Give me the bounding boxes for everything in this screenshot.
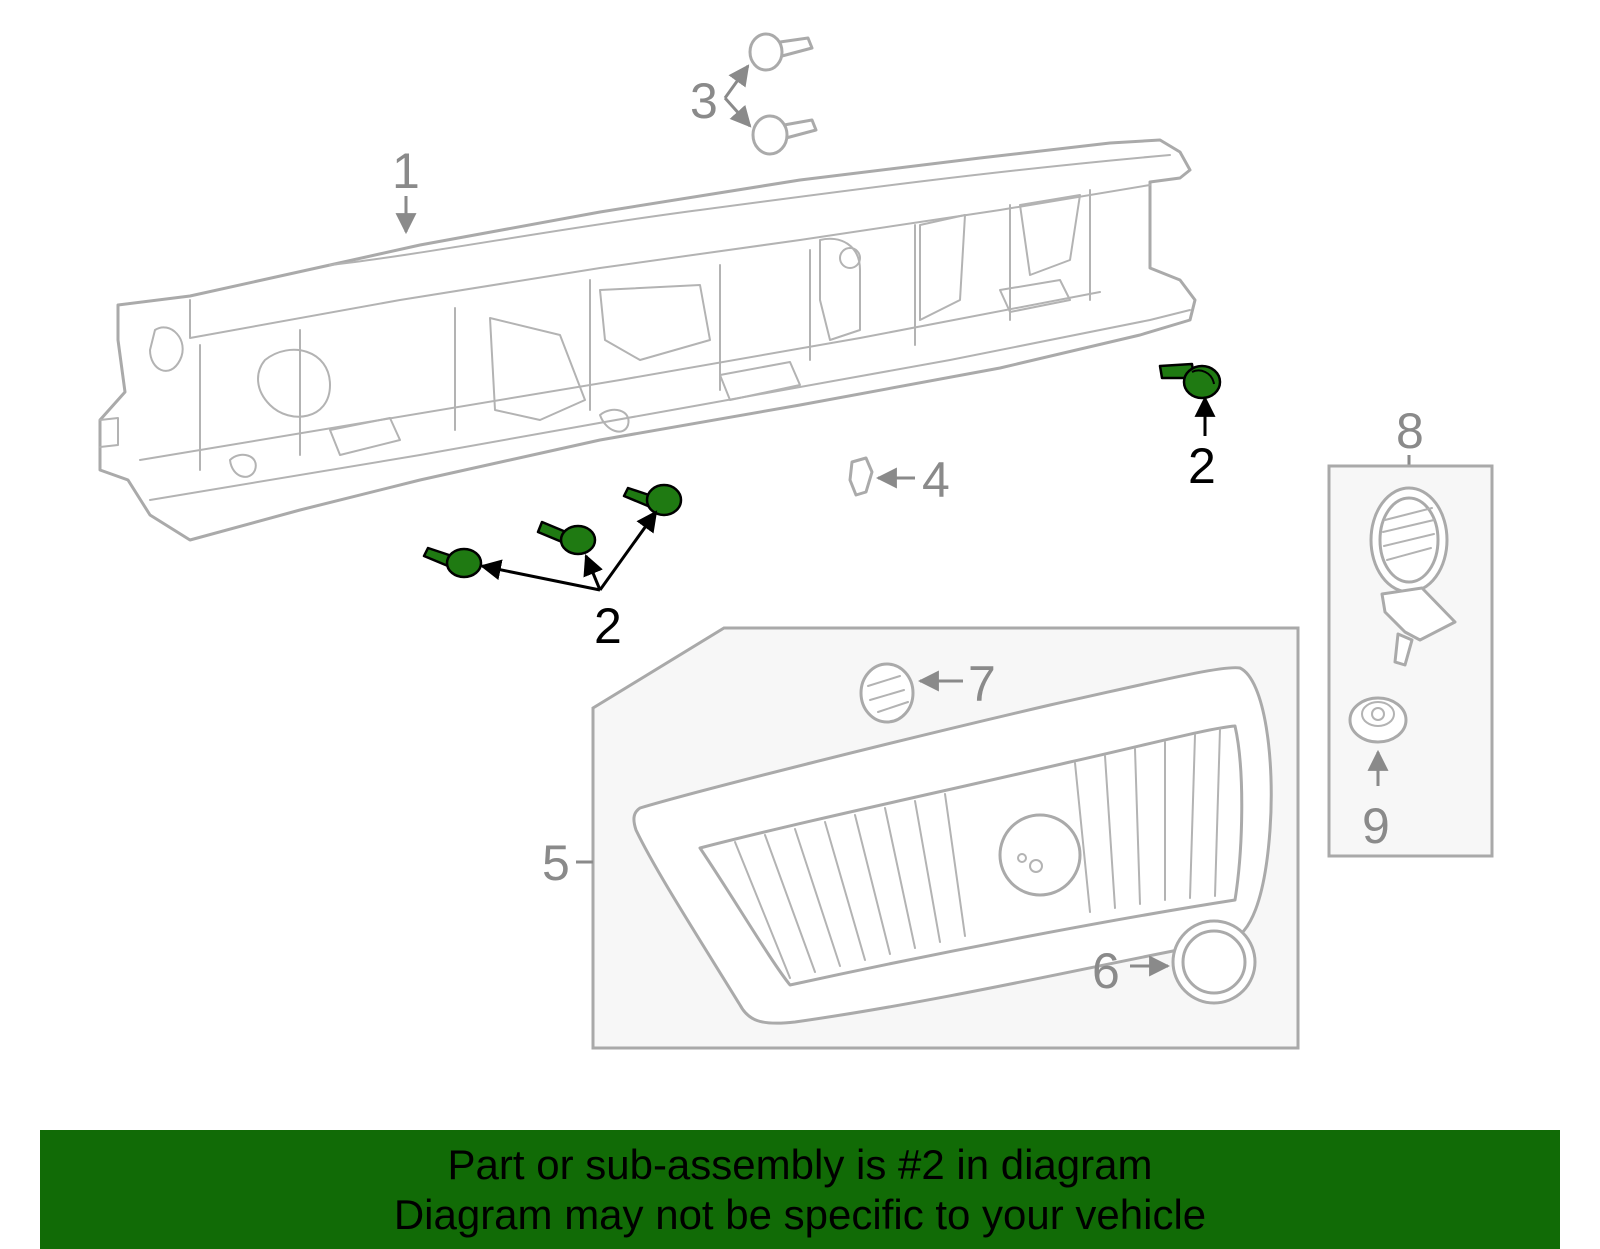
grille-part-5 — [632, 666, 1273, 1025]
leader-2-left-a — [479, 559, 601, 592]
callout-6: 6 — [1092, 943, 1120, 999]
clip-part-7 — [859, 662, 915, 724]
highlighted-bolt-part-2-left-c — [622, 483, 683, 517]
highlighted-bolt-part-2-left-b — [536, 520, 597, 556]
bolt-part-3-upper — [748, 32, 814, 72]
callout-8: 8 — [1396, 403, 1424, 459]
clip-part-4 — [848, 456, 874, 497]
callout-4: 4 — [922, 452, 950, 508]
leader-3-upper — [723, 64, 750, 99]
footer-line-1: Part or sub-assembly is #2 in diagram — [447, 1141, 1153, 1188]
callout-5: 5 — [542, 835, 570, 891]
footer-banner: Part or sub-assembly is #2 in diagram Di… — [40, 1130, 1560, 1249]
radiator-support-part — [98, 138, 1197, 542]
cap-part-6 — [1171, 919, 1257, 1005]
leader-2-left-c — [598, 510, 658, 591]
callout-7: 7 — [968, 656, 996, 712]
bolt-part-3-lower — [751, 114, 818, 156]
leader-3-lower — [723, 97, 752, 128]
callout-1: 1 — [392, 143, 420, 199]
leader-2-left-b — [583, 554, 603, 591]
footer-line-2: Diagram may not be specific to your vehi… — [393, 1191, 1207, 1238]
highlighted-bolt-part-2-left-a — [422, 546, 483, 579]
highlighted-bolt-part-2-right — [1158, 362, 1222, 400]
nut-part-9 — [1348, 696, 1408, 744]
callout-2-left: 2 — [594, 598, 622, 654]
emblem-part-8 — [1369, 486, 1457, 667]
callout-9: 9 — [1362, 798, 1390, 854]
callout-3: 3 — [690, 73, 718, 129]
callout-2-right: 2 — [1188, 438, 1216, 494]
